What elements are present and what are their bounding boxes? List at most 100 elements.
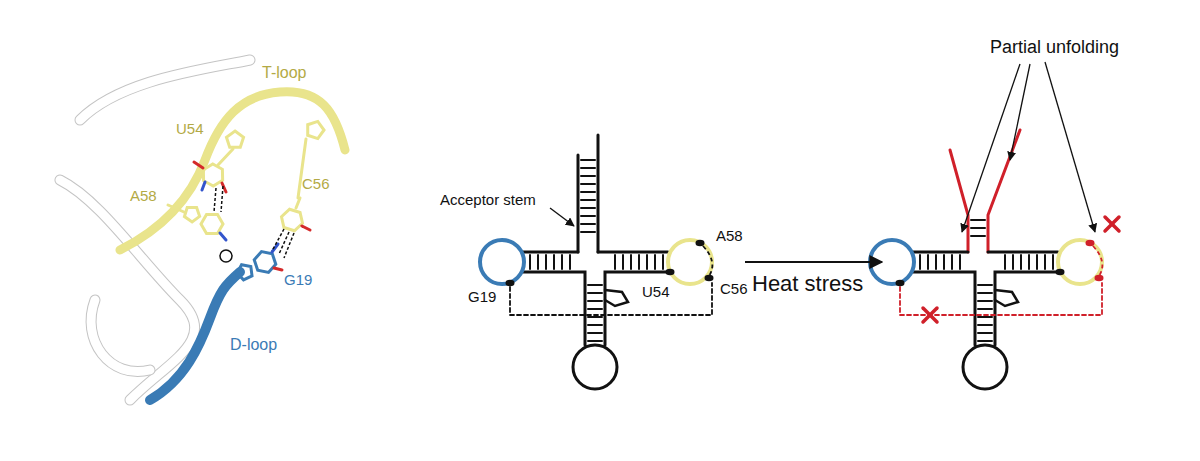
part-label: C56 <box>302 176 330 193</box>
bond-stick <box>302 226 310 230</box>
base-pair <box>1020 255 1022 269</box>
backbone-tube <box>150 272 240 400</box>
base-pair <box>978 332 992 334</box>
part-label: T-loop <box>262 64 306 82</box>
base-pair <box>588 324 602 326</box>
part-label: G19 <box>468 289 496 306</box>
cross-mark <box>1105 217 1119 231</box>
base-ring <box>254 252 276 273</box>
leader-arrow <box>962 64 1020 232</box>
base-pair <box>1004 255 1006 269</box>
base-pair <box>529 255 531 269</box>
callout-label: Partial unfolding <box>990 38 1119 58</box>
nucleotide-dot <box>696 240 705 246</box>
base-pair <box>971 227 985 229</box>
base-pair <box>919 255 921 269</box>
base-pair <box>622 255 624 269</box>
base-pair <box>588 292 602 294</box>
base-pair <box>581 175 595 177</box>
unfolded-strand <box>950 150 968 252</box>
base-pair <box>978 340 992 342</box>
strand <box>605 272 668 345</box>
nucleotide-dot <box>506 280 515 286</box>
base-pair <box>553 255 555 269</box>
base-pair <box>1044 255 1046 269</box>
part-label: D-loop <box>230 336 277 354</box>
base-pair <box>951 255 953 269</box>
bond-stick <box>274 268 282 270</box>
backbone-tube <box>91 300 150 372</box>
bond-stick <box>194 162 203 168</box>
strand <box>995 272 1058 345</box>
tertiary-contact <box>703 246 712 276</box>
base-pair <box>927 255 929 269</box>
bond-stick <box>220 233 226 240</box>
base-pair <box>581 167 595 169</box>
base-pair <box>588 284 602 286</box>
variable-loop <box>995 290 1018 306</box>
base-pair <box>971 219 985 221</box>
hydrogen-bond <box>284 233 294 258</box>
base-pair <box>545 255 547 269</box>
base-pair <box>646 255 648 269</box>
hydrogen-bond <box>279 232 289 254</box>
bond-stick <box>218 149 233 165</box>
nucleotide-dot <box>705 275 714 281</box>
base-pair <box>978 324 992 326</box>
base-pair <box>1036 255 1038 269</box>
backbone-tube <box>80 60 250 120</box>
process-arrow <box>745 261 882 263</box>
leader-arrow <box>550 208 574 226</box>
strand <box>522 251 578 254</box>
base-pair <box>978 316 992 318</box>
base-pair <box>581 199 595 201</box>
nucleotide-dot <box>666 269 675 275</box>
anticodon-loop <box>963 345 1007 389</box>
base-ring <box>184 207 199 222</box>
base-pair <box>588 316 602 318</box>
base-pair <box>581 231 595 233</box>
strand <box>598 251 668 254</box>
process-label: Heat stress <box>752 272 863 296</box>
base-pair <box>581 159 595 161</box>
base-pair <box>638 255 640 269</box>
nucleotide-dot <box>896 280 905 286</box>
nucleotide-dot <box>1095 275 1104 281</box>
highlight-circle <box>220 250 232 262</box>
bond-stick <box>202 182 205 190</box>
backbone-tube <box>150 272 240 400</box>
base-pair <box>662 255 664 269</box>
part-label: A58 <box>716 228 743 245</box>
backbone-tube <box>91 300 150 372</box>
base-pair <box>581 183 595 185</box>
structure-illustration <box>60 60 345 400</box>
d-loop <box>480 240 524 284</box>
bond-stick <box>237 272 240 275</box>
base-pair <box>581 223 595 225</box>
base-pair <box>959 255 961 269</box>
variable-loop <box>605 290 628 306</box>
nucleotide-dot <box>1086 240 1095 246</box>
base-pair <box>588 300 602 302</box>
base-pair <box>588 332 602 334</box>
anticodon-loop <box>573 345 617 389</box>
base-pair <box>588 340 602 342</box>
part-label: G19 <box>284 272 312 289</box>
base-pair <box>654 255 656 269</box>
part-label: Acceptor stem <box>440 192 536 209</box>
bond-stick <box>168 205 184 212</box>
nucleotide-dot <box>1056 269 1065 275</box>
base-pair <box>971 235 985 237</box>
tertiary-contact <box>1093 246 1102 276</box>
tertiary-contact <box>510 283 712 315</box>
unfolded-trna-schematic <box>870 130 1119 389</box>
base-pair <box>978 284 992 286</box>
cross-mark <box>1105 217 1119 231</box>
strand <box>577 155 580 252</box>
backbone-tube <box>120 92 345 250</box>
base-pair <box>1028 255 1030 269</box>
base-pair <box>978 308 992 310</box>
base-pair <box>537 255 539 269</box>
